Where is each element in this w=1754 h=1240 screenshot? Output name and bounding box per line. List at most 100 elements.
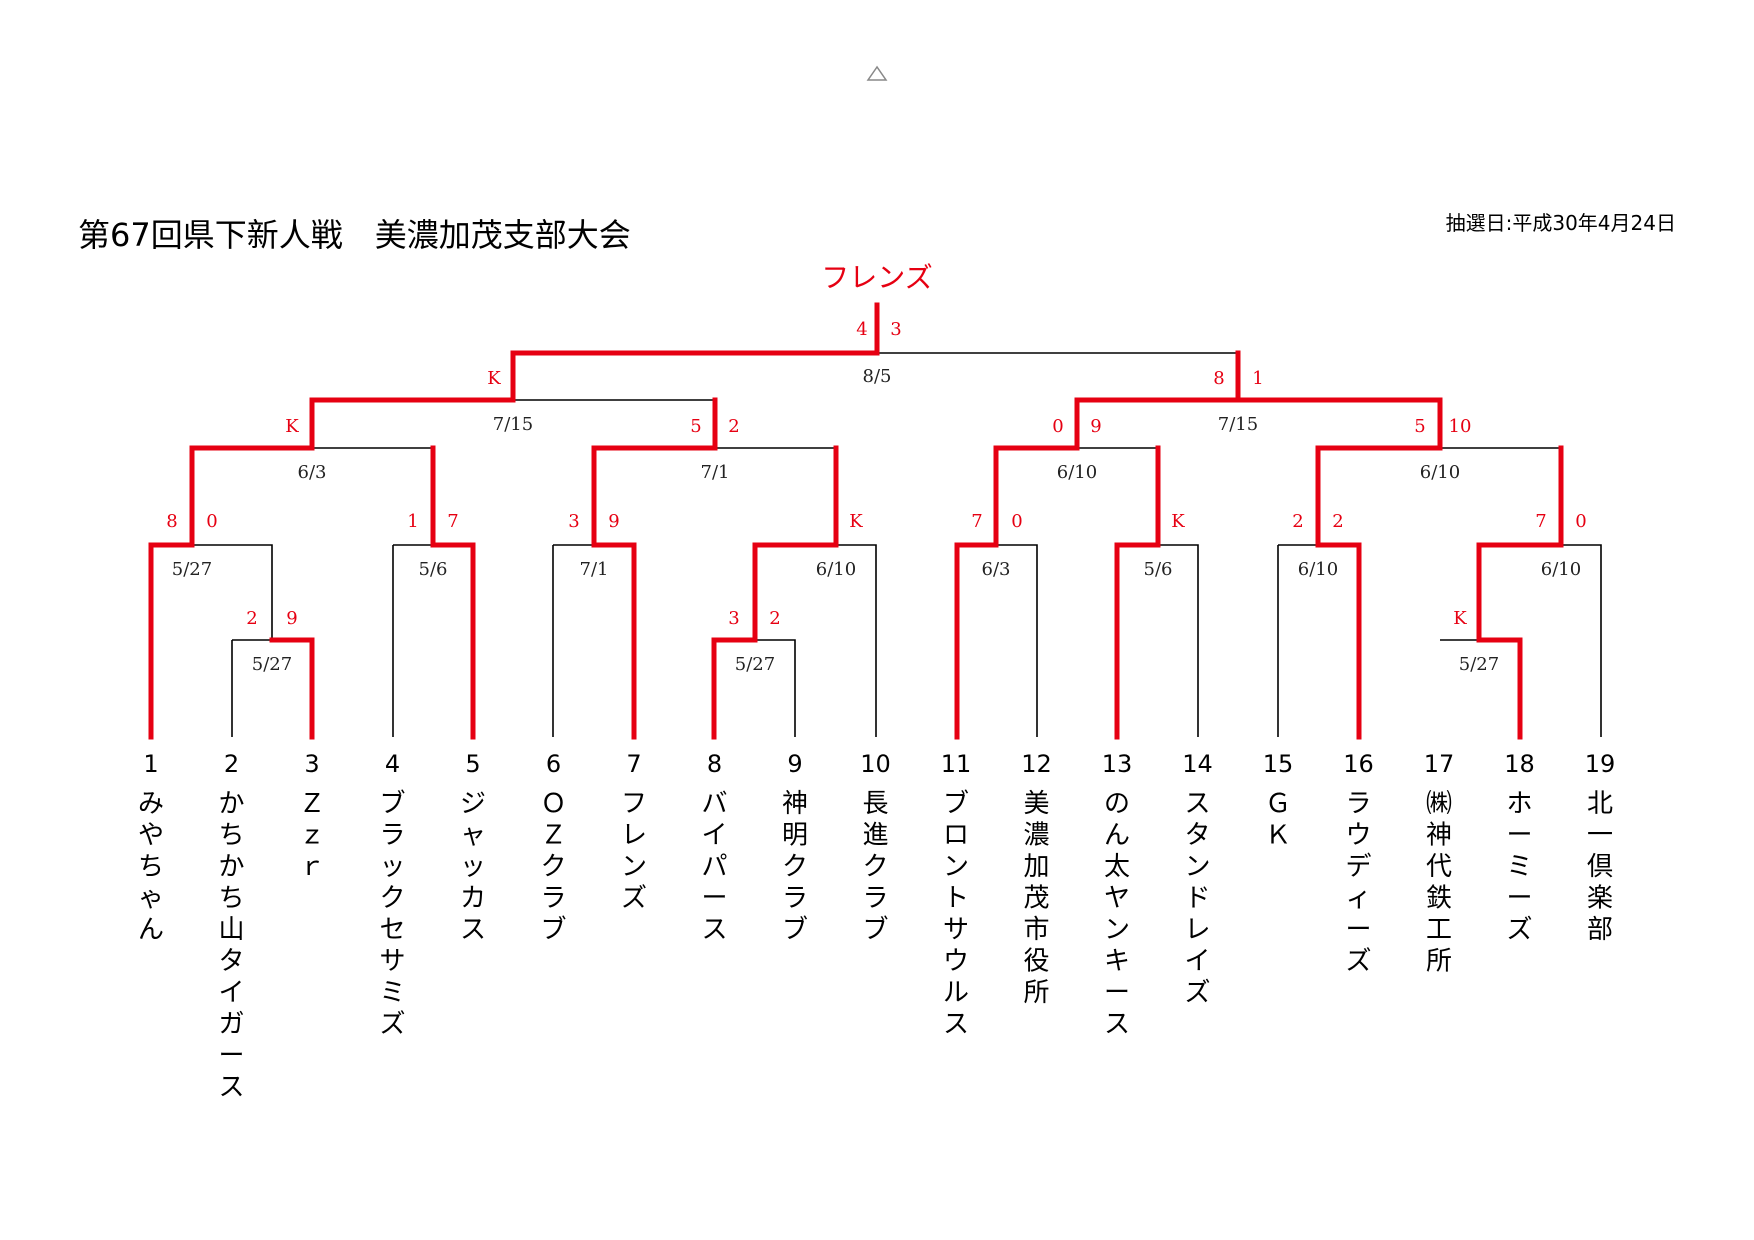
- match-date: 6/3: [982, 559, 1011, 580]
- team-name: ジャッカス: [460, 789, 486, 945]
- team-name: ブラックセサミズ: [379, 789, 405, 1040]
- match-date: 6/10: [1057, 462, 1097, 483]
- team-entry: 9 神明クラブ: [782, 750, 808, 945]
- team-number: 3: [304, 750, 319, 778]
- score: 0: [1052, 416, 1063, 437]
- team-number: 13: [1102, 750, 1133, 778]
- score: 3: [728, 608, 739, 629]
- match-date: 6/10: [1541, 559, 1581, 580]
- score: 2: [246, 608, 257, 629]
- team-name: バイパース: [701, 789, 727, 945]
- match-date: 5/27: [252, 654, 292, 675]
- score: 0: [1575, 511, 1586, 532]
- score: 1: [1252, 368, 1263, 389]
- score: K: [487, 368, 501, 389]
- score: 2: [728, 416, 739, 437]
- score: 4: [856, 319, 867, 340]
- match-date: 6/3: [298, 462, 327, 483]
- team-number: 18: [1504, 750, 1535, 778]
- score: K: [1171, 511, 1185, 532]
- team-entry: 2 かちかち山タイガース: [218, 750, 244, 1103]
- match-date: 7/1: [701, 462, 730, 483]
- team-number: 14: [1182, 750, 1213, 778]
- score: 2: [1292, 511, 1303, 532]
- score: 8: [166, 511, 177, 532]
- team-number: 17: [1424, 750, 1455, 778]
- score: K: [1453, 608, 1467, 629]
- score: 8: [1213, 368, 1224, 389]
- score: K: [285, 416, 299, 437]
- team-name: 美濃加茂市役所: [1023, 789, 1049, 1008]
- match-date: 7/1: [580, 559, 609, 580]
- team-number: 4: [385, 750, 400, 778]
- team-name: Ｚｚｒ: [299, 789, 325, 882]
- score: 7: [971, 511, 982, 532]
- score: K: [849, 511, 863, 532]
- match-date: 5/27: [172, 559, 212, 580]
- team-entry: 11 ブロントサウルス: [941, 750, 972, 1040]
- team-entry: 14 スタンドレイズ: [1182, 750, 1213, 1008]
- team-name: ホーミーズ: [1506, 789, 1532, 945]
- team-name: 北一倶楽部: [1587, 789, 1613, 945]
- team-name: ブロントサウルス: [943, 789, 969, 1040]
- match-date: 7/15: [493, 414, 533, 435]
- team-name: ＧＫ: [1265, 789, 1291, 851]
- team-number: 2: [224, 750, 239, 778]
- team-name: みやちゃん: [138, 789, 164, 945]
- draw-date-label: 抽選日:平成30年4月24日: [1446, 211, 1676, 235]
- team-number: 5: [465, 750, 480, 778]
- team-name: ＯＺクラブ: [540, 789, 566, 945]
- score: 9: [286, 608, 297, 629]
- score: 2: [769, 608, 780, 629]
- score: 0: [1011, 511, 1022, 532]
- page-title: 第67回県下新人戦 美濃加茂支部大会: [78, 216, 631, 254]
- team-entry: 12 美濃加茂市役所: [1021, 750, 1052, 1008]
- team-number: 12: [1021, 750, 1052, 778]
- score: 5: [690, 416, 701, 437]
- match-date: 5/6: [1144, 559, 1173, 580]
- team-number: 16: [1343, 750, 1374, 778]
- team-name: フレンズ: [621, 789, 647, 914]
- score: 9: [1090, 416, 1101, 437]
- match-scores: 4 3 K 8 1 K 5 2 0 9 5 10 8 0 1 7 3 9 K 7…: [166, 319, 1586, 629]
- team-number: 7: [626, 750, 641, 778]
- score: 7: [1535, 511, 1546, 532]
- team-number: 8: [707, 750, 722, 778]
- match-date: 6/10: [1420, 462, 1460, 483]
- score: 10: [1449, 416, 1472, 437]
- team-entry: 16 ラウディーズ: [1343, 750, 1374, 977]
- team-name: かちかち山タイガース: [218, 789, 244, 1103]
- team-number: 1: [143, 750, 158, 778]
- score: 9: [608, 511, 619, 532]
- winner-paths: [148, 302, 1564, 740]
- match-date: 7/15: [1218, 414, 1258, 435]
- team-name: ラウディーズ: [1345, 789, 1371, 977]
- team-name: ㈱神代鉄工所: [1426, 789, 1452, 977]
- score: 0: [206, 511, 217, 532]
- team-number: 15: [1263, 750, 1294, 778]
- team-name: 神明クラブ: [782, 789, 808, 945]
- score: 3: [568, 511, 579, 532]
- score: 1: [407, 511, 418, 532]
- team-number: 11: [941, 750, 972, 778]
- score: 3: [890, 319, 901, 340]
- team-entry: 4 ブラックセサミズ: [379, 750, 405, 1040]
- team-entry: 8 バイパース: [701, 750, 727, 945]
- match-date: 6/10: [1298, 559, 1338, 580]
- score: 2: [1332, 511, 1343, 532]
- team-entry: 17 ㈱神代鉄工所: [1424, 750, 1455, 977]
- team-name: スタンドレイズ: [1184, 789, 1210, 1008]
- team-entry: 18 ホーミーズ: [1504, 750, 1535, 945]
- team-number: 9: [787, 750, 802, 778]
- team-name: 長進クラブ: [862, 789, 888, 945]
- team-entry: 7 フレンズ: [621, 750, 647, 914]
- team-number: 6: [546, 750, 561, 778]
- match-date: 5/27: [1459, 654, 1499, 675]
- score: 7: [447, 511, 458, 532]
- team-number: 19: [1585, 750, 1616, 778]
- match-date: 6/10: [816, 559, 856, 580]
